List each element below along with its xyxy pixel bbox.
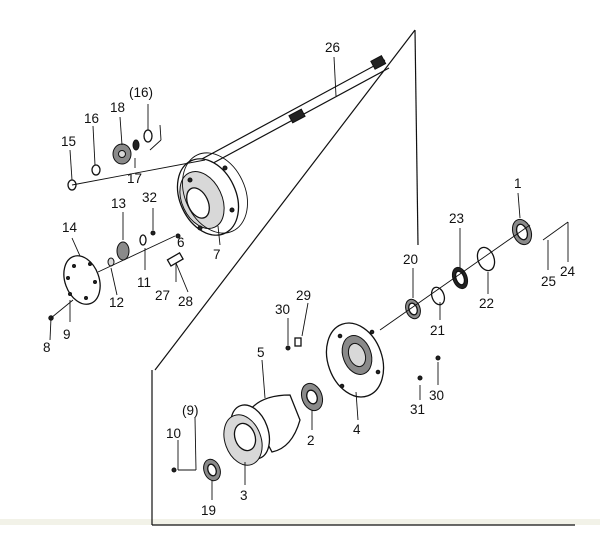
small-parts-lower — [171, 337, 441, 473]
callout-10: 10 — [166, 426, 181, 441]
callout-23: 23 — [449, 211, 464, 226]
callout-30a: 30 — [275, 302, 290, 317]
frame-lines — [151, 29, 575, 526]
callout-7: 7 — [213, 247, 221, 262]
callout-2: 2 — [307, 433, 315, 448]
callout-16-paren: (16) — [129, 85, 153, 100]
housing-7 — [176, 152, 248, 236]
callout-31: 31 — [410, 402, 425, 417]
plate-14 — [63, 255, 101, 305]
callout-28: 28 — [178, 294, 193, 309]
callout-25: 25 — [541, 274, 556, 289]
callout-12: 12 — [109, 295, 124, 310]
bearing-2 — [300, 382, 324, 412]
small-parts-top — [67, 129, 206, 191]
leader-lines — [49, 56, 569, 500]
callout-3: 3 — [240, 488, 248, 503]
callout-13: 13 — [111, 196, 126, 211]
callout-4: 4 — [353, 422, 361, 437]
carrier-4 — [325, 322, 385, 398]
shaft-26 — [199, 54, 390, 169]
callout-22: 22 — [479, 296, 494, 311]
callout-20: 20 — [403, 252, 418, 267]
callout-21: 21 — [430, 323, 445, 338]
callout-17: 17 — [127, 171, 142, 186]
hub-3 — [223, 414, 263, 466]
callout-16: 16 — [84, 111, 99, 126]
callout-15: 15 — [61, 134, 76, 149]
callout-11: 11 — [137, 275, 151, 290]
callout-9: 9 — [63, 327, 71, 342]
callout-14: 14 — [62, 220, 78, 235]
callout-24: 24 — [560, 264, 576, 279]
callout-30b: 30 — [429, 388, 444, 403]
callout-1: 1 — [514, 176, 522, 191]
callout-32: 32 — [142, 190, 157, 205]
callout-labels: 26 1 23 20 25 24 22 21 29 30 5 4 2 3 19 … — [43, 40, 576, 518]
callout-5: 5 — [257, 345, 265, 360]
callout-18: 18 — [110, 100, 125, 115]
ring-19 — [203, 458, 221, 482]
callout-6: 6 — [177, 235, 185, 250]
callout-8: 8 — [43, 340, 51, 355]
callout-9-paren: (9) — [182, 403, 199, 418]
callout-27: 27 — [155, 288, 170, 303]
callout-29: 29 — [296, 288, 311, 303]
callout-19: 19 — [201, 503, 216, 518]
seal-chain-right — [379, 218, 533, 331]
callout-26: 26 — [325, 40, 340, 55]
small-parts-upper — [97, 230, 184, 273]
bolts-8-9 — [48, 299, 74, 321]
